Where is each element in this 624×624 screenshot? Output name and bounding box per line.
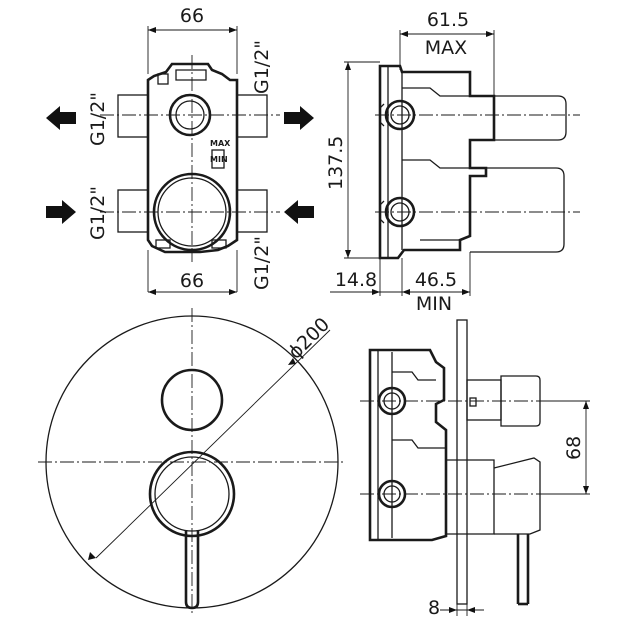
dim-bottom-width: 66: [180, 270, 204, 292]
dim-offset: 14.8: [335, 269, 377, 291]
thread-label-bottom-left: G1/2": [87, 186, 109, 240]
dim-height: 137.5: [325, 136, 347, 190]
dim-depth-min-word: MIN: [416, 293, 452, 315]
dim-spacing: 68: [563, 436, 585, 460]
dim-top-width: 66: [180, 5, 204, 27]
outlet-arrow-left-top: [46, 106, 76, 130]
thread-label-bottom-right: G1/2": [251, 236, 273, 290]
side-view-valve-body: 61.5 MAX 137.5: [325, 9, 580, 315]
dim-plate-diameter: ϕ200: [284, 313, 334, 363]
dim-depth-max-word: MAX: [425, 37, 467, 59]
thread-label-top-left: G1/2": [87, 92, 109, 146]
thread-label-top-right: G1/2": [251, 40, 273, 94]
dim-plate-thickness: 8: [428, 597, 440, 619]
body-min-mark: MIN: [210, 155, 228, 164]
front-view-valve-body: 66 66 MAX MIN G1/2" G1/2": [46, 5, 314, 295]
dim-depth-min-value: 46.5: [415, 269, 457, 291]
front-view-cover-plate: ϕ200: [38, 308, 346, 616]
dim-depth-max-value: 61.5: [427, 9, 469, 31]
inlet-arrow-right-bottom: [284, 200, 314, 224]
side-view-assembled: 68 8: [360, 319, 590, 619]
inlet-arrow-left-bottom: [46, 200, 76, 224]
body-max-mark: MAX: [210, 139, 231, 148]
outlet-arrow-right-top: [284, 106, 314, 130]
